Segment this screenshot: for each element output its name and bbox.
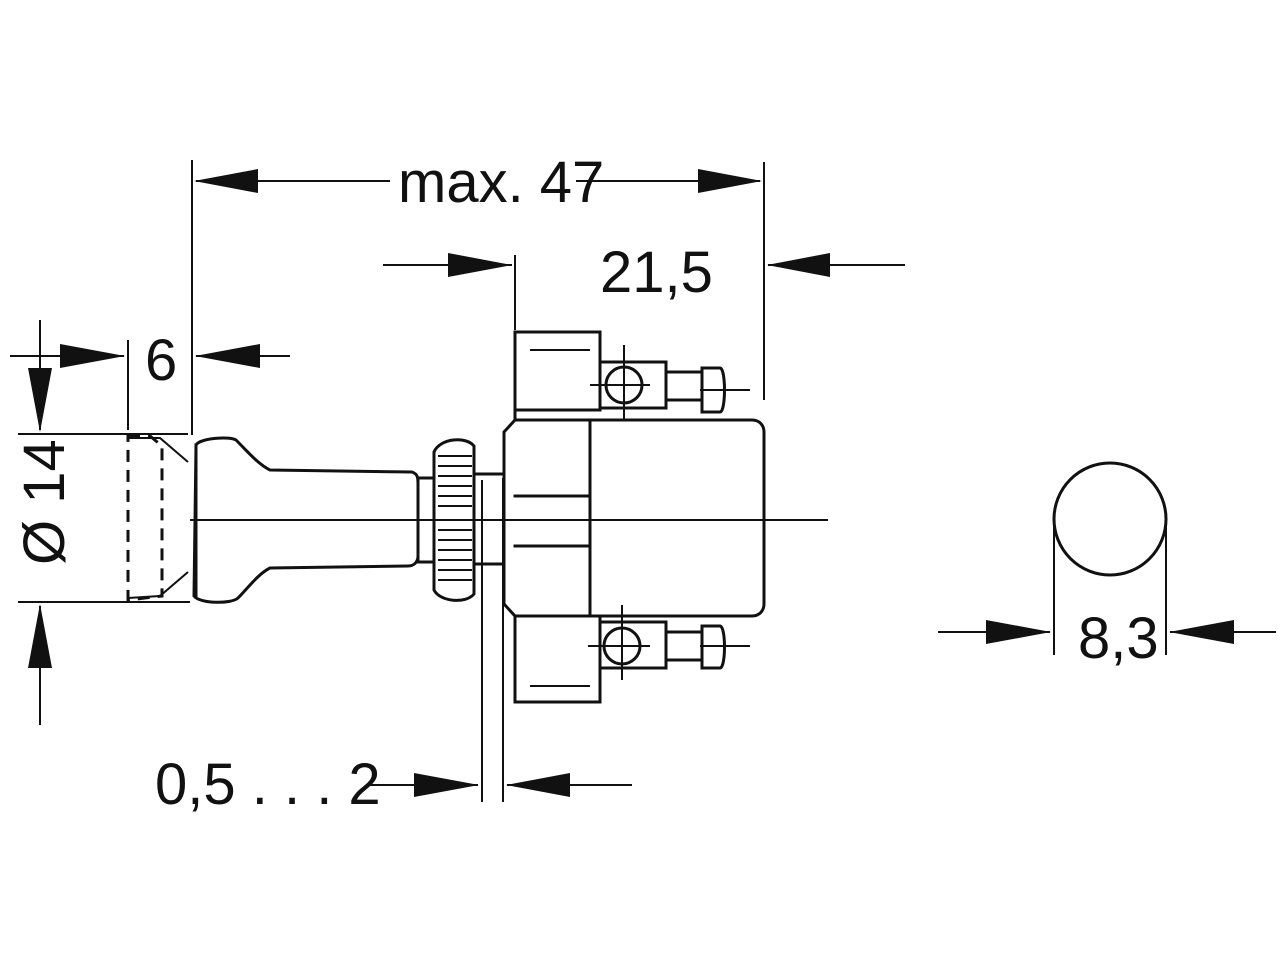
body-length-label: 21,5 [600,240,713,305]
dimension-knob-offset: 6 [10,328,290,430]
arrow-left-icon [506,773,570,797]
lower-terminal [588,605,750,680]
dimension-body-length: 21,5 [383,240,905,330]
upper-terminal [590,345,750,420]
arrow-right-icon [986,620,1051,644]
overall-length-label: max. 47 [398,150,604,215]
panel-thickness-label: 0,5 . . . 2 [155,752,381,817]
dimension-overall-length: max. 47 [191,150,765,435]
shaft-diameter-label: 8,3 [1078,606,1159,671]
arrow-left-icon [1169,620,1234,644]
shaft-cross-section [1052,461,1168,577]
arrow-right-icon [448,253,512,277]
dimension-shaft-diameter: 8,3 [938,461,1276,671]
arrow-right-icon [698,169,762,193]
arrow-left-icon [767,253,830,277]
arrow-right-icon [60,344,125,368]
arrow-left-icon [194,169,258,193]
dimension-panel-thickness: 0,5 . . . 2 [155,478,632,817]
knob-offset-label: 6 [145,328,177,393]
shaft-and-nut [416,438,506,602]
arrow-down-icon [28,368,52,432]
knob-pulled-position [126,434,189,602]
arrow-left-icon [195,344,260,368]
dimension-knob-diameter: Ø 14 [12,320,190,725]
knob-diameter-label: Ø 14 [12,439,77,565]
arrow-right-icon [414,773,479,797]
arrow-up-icon [28,604,52,668]
